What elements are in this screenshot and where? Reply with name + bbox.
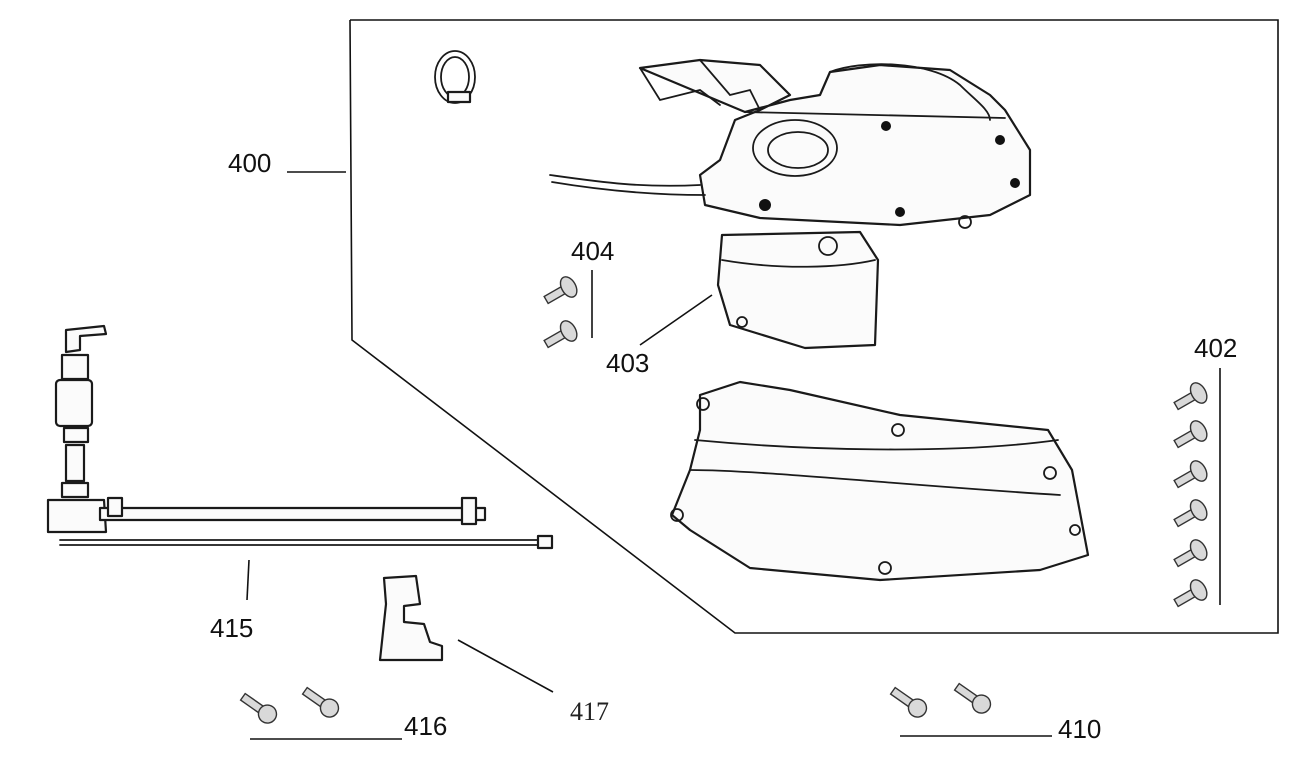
assembly-400-frame <box>287 19 1279 634</box>
label-417: 417 <box>570 697 609 726</box>
label-410: 410 <box>1058 714 1101 744</box>
air-cleaner-case <box>549 58 1032 229</box>
tube-assembly-415 <box>46 324 554 601</box>
hose-clamp <box>434 50 476 104</box>
leader-403 <box>639 294 713 346</box>
leader-415 <box>246 559 250 601</box>
label-402: 402 <box>1194 333 1237 363</box>
leader-417 <box>457 639 554 693</box>
air-cleaner-cover <box>670 380 1090 582</box>
screws-404 <box>543 270 593 349</box>
screws-402 <box>1173 368 1221 608</box>
screws-410 <box>889 682 1052 737</box>
bracket-417 <box>378 574 554 693</box>
screws-416 <box>239 686 402 740</box>
label-416: 416 <box>404 711 447 741</box>
label-415: 415 <box>210 613 253 643</box>
case-insert-403 <box>716 230 880 350</box>
label-400: 400 <box>228 148 271 178</box>
label-404: 404 <box>571 236 614 266</box>
label-403: 403 <box>606 348 649 378</box>
